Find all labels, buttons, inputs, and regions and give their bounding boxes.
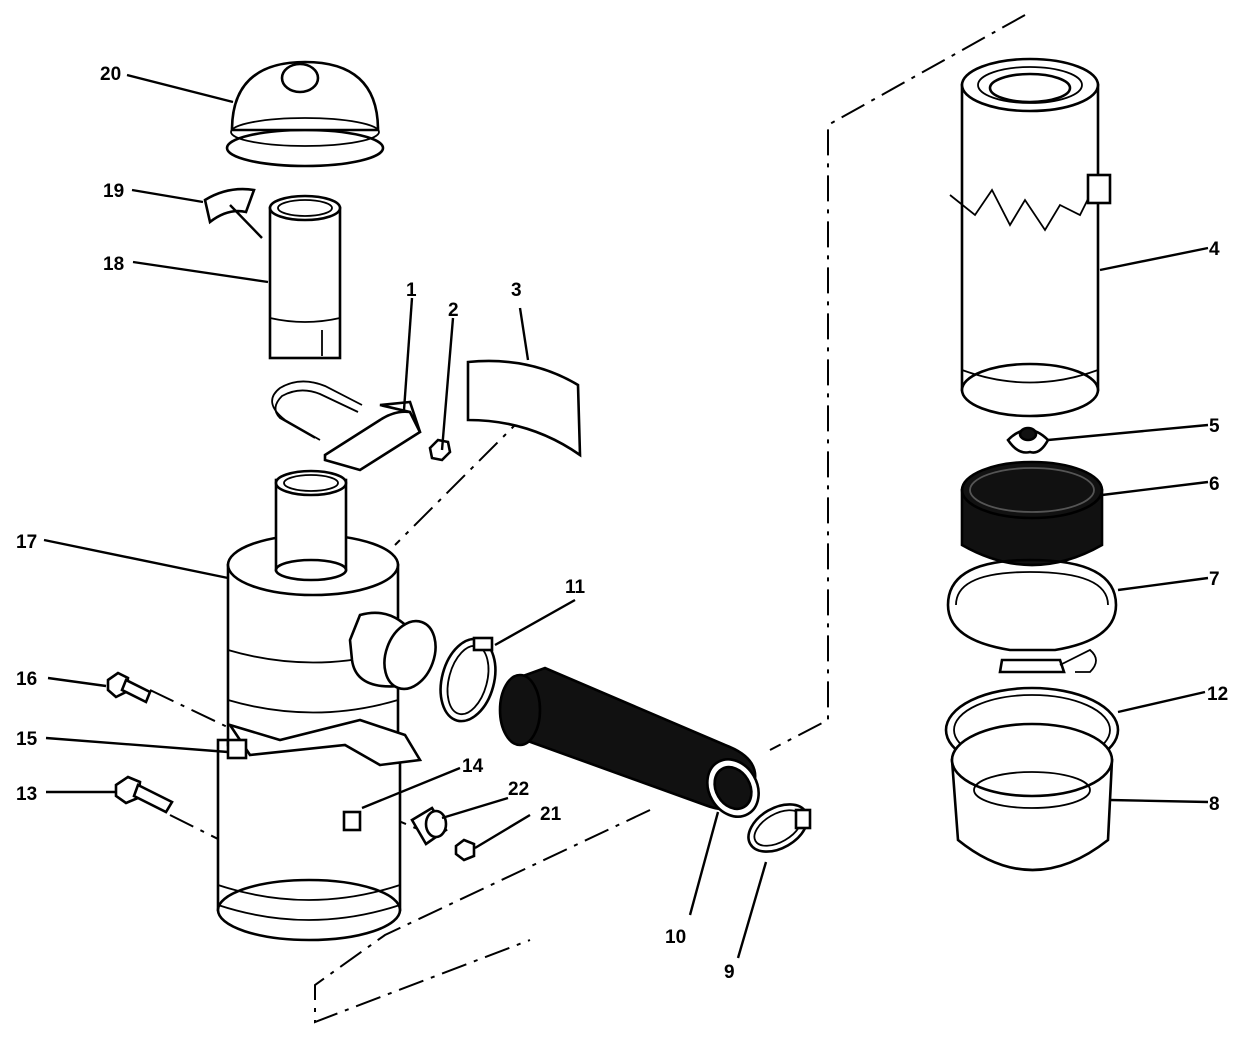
part-5-wing-nut [1006,426,1050,454]
part-11-hose-clamp [439,636,497,723]
label-10: 10 [665,927,686,948]
label-11: 11 [565,577,586,598]
label-1: 1 [406,280,417,301]
part-22-spacer [410,806,448,846]
part-13-bolt [114,775,174,814]
label-20: 20 [100,64,121,85]
label-12: 12 [1207,684,1228,705]
part-18-tube [268,194,342,360]
part-4-filter-element [949,57,1112,418]
part-2-nut [428,438,452,462]
part-7-band-clamp [946,558,1118,674]
part-17-housing [216,469,437,942]
part-labels: 1 2 3 4 5 6 7 8 9 10 11 12 13 14 15 16 1… [16,64,1228,983]
part-1-clamp [271,380,422,472]
part-6-prefilter [960,460,1104,567]
part-10-hose [498,666,760,818]
label-15: 15 [16,729,38,750]
part-16-bolt [106,671,152,704]
label-14: 14 [462,756,484,777]
label-16: 16 [16,669,37,690]
label-7: 7 [1209,569,1220,590]
label-4: 4 [1209,239,1220,260]
part-9-hose-clamp [747,803,812,853]
label-19: 19 [103,181,124,202]
label-21: 21 [540,804,562,825]
label-13: 13 [16,784,37,805]
part-3-sheet [466,359,582,458]
label-22: 22 [508,779,529,800]
part-21-nut [454,838,476,862]
label-5: 5 [1209,416,1220,437]
label-9: 9 [724,962,735,983]
label-18: 18 [103,254,124,275]
label-6: 6 [1209,474,1220,495]
part-20-cap [225,60,385,168]
leader-lines [43,73,1209,959]
part-8-dust-cup [950,722,1114,872]
label-2: 2 [448,300,459,321]
label-8: 8 [1209,794,1220,815]
label-17: 17 [16,532,37,553]
label-3: 3 [511,280,522,301]
part-14-nut [342,810,362,832]
